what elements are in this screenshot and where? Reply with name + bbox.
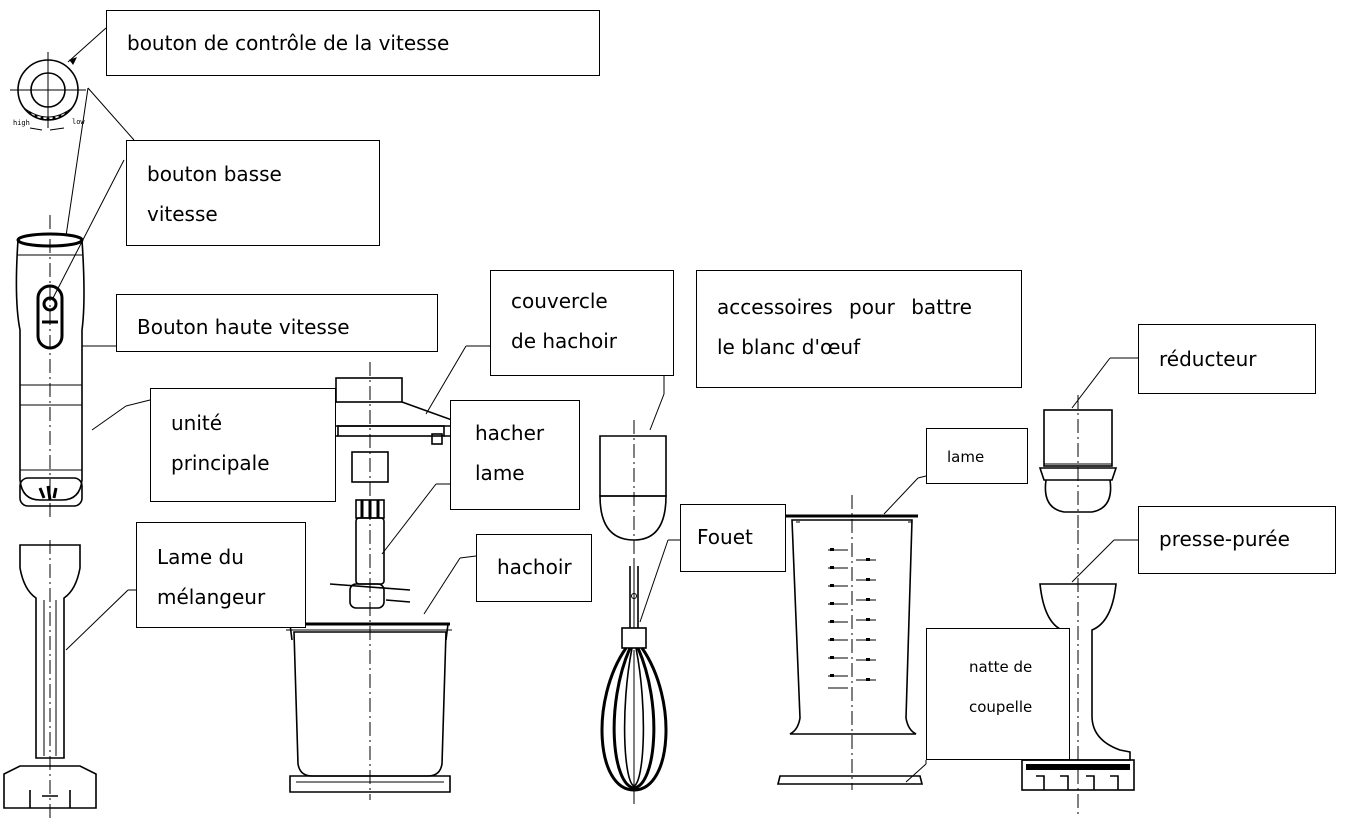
label-whisk: Fouet xyxy=(680,504,786,572)
label-blender-blade: Lame du mélangeur xyxy=(136,522,306,628)
label-high-speed-button: Bouton haute vitesse xyxy=(116,294,438,352)
main-unit-drawing xyxy=(15,215,85,520)
label-text-line2: vitesse xyxy=(147,202,218,226)
label-text: presse-purée xyxy=(1159,527,1290,551)
leader-lines xyxy=(51,27,1138,783)
label-text: réducteur xyxy=(1159,347,1257,371)
label-text-line1: hacher xyxy=(475,421,545,445)
label-text-line2: lame xyxy=(475,461,525,485)
label-text-line1: natte de xyxy=(969,658,1033,676)
reducer-drawing xyxy=(1038,395,1118,528)
cup-mat-drawing xyxy=(776,775,924,785)
label-speed-control-knob: bouton de contrôle de la vitesse xyxy=(106,10,600,76)
label-cup-mat: natte de coupelle xyxy=(926,628,1070,760)
label-text: Bouton haute vitesse xyxy=(137,315,350,339)
label-text-line2: coupelle xyxy=(969,698,1033,716)
label-egg-white-accessory: accessoires pour battre le blanc d'œuf xyxy=(696,270,1022,388)
label-text: Fouet xyxy=(697,525,753,549)
label-text-line1: Lame du xyxy=(157,545,244,569)
label-text: bouton de contrôle de la vitesse xyxy=(127,31,450,55)
label-text-line2: de hachoir xyxy=(511,329,617,353)
label-main-unit: unité principale xyxy=(150,388,336,502)
label-masher: presse-purée xyxy=(1138,506,1336,574)
blender-shaft-drawing xyxy=(3,540,97,818)
chopper-bowl-drawing xyxy=(286,622,452,793)
label-reducer: réducteur xyxy=(1138,324,1316,394)
egg-white-accessory-drawing xyxy=(599,420,667,565)
label-blade: lame xyxy=(926,428,1028,484)
label-text-line2: principale xyxy=(171,451,270,475)
label-text-line1: bouton basse xyxy=(147,162,282,186)
label-text: lame xyxy=(947,448,985,466)
knob-low-text: low xyxy=(72,118,85,126)
label-chopper-lid: couvercle de hachoir xyxy=(490,270,674,376)
label-text-line2: mélangeur xyxy=(157,585,266,609)
label-text-line1: couvercle xyxy=(511,289,608,313)
beaker-drawing xyxy=(786,495,918,790)
label-text-line2: le blanc d'œuf xyxy=(717,335,861,359)
label-text: hachoir xyxy=(497,555,572,579)
label-chopper: hachoir xyxy=(476,534,592,602)
speed-knob-drawing: high low xyxy=(10,52,86,131)
whisk-drawing xyxy=(600,560,668,805)
label-text-line1: unité xyxy=(171,411,223,435)
label-low-speed-button: bouton basse vitesse xyxy=(126,140,380,246)
label-text-line1: accessoires pour battre xyxy=(717,295,972,319)
knob-high-text: high xyxy=(13,119,30,127)
label-chop-blade: hacher lame xyxy=(450,400,580,510)
masher-drawing xyxy=(1021,530,1135,818)
